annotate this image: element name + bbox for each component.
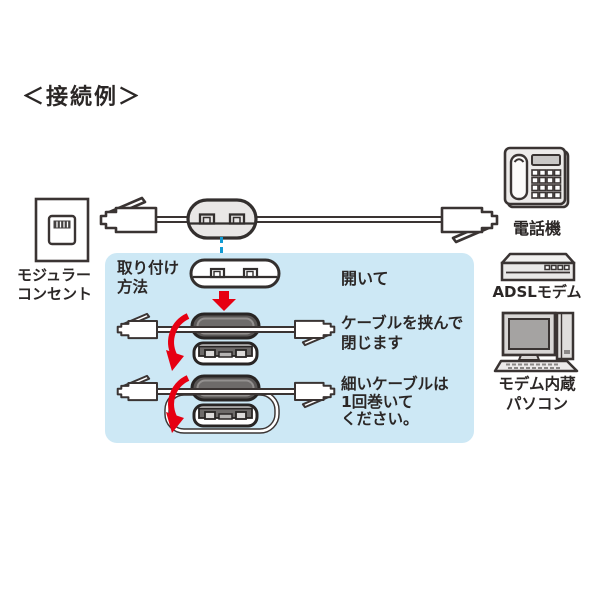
pc-label: モデム内蔵 パソコン bbox=[498, 375, 576, 413]
rj-plug-left-icon bbox=[114, 373, 160, 403]
rj-plug-left-icon bbox=[114, 311, 160, 341]
rj-plug-right-icon bbox=[438, 204, 502, 246]
phone-label: 電話機 bbox=[512, 219, 561, 238]
clamp-open-top-icon bbox=[189, 258, 281, 289]
rj-plug-right-icon bbox=[292, 380, 338, 410]
down-arrow-icon bbox=[212, 291, 236, 311]
cable-line bbox=[148, 326, 305, 333]
howto-heading: 取り付け 方法 bbox=[117, 259, 180, 296]
outlet-label: モジュラー コンセント bbox=[17, 266, 93, 303]
modem-label: ADSLモデム bbox=[492, 283, 582, 301]
adsl-modem-icon bbox=[499, 251, 577, 283]
cable-line bbox=[148, 388, 305, 395]
clamp-open-side-icon bbox=[190, 312, 261, 366]
cable-line bbox=[150, 216, 442, 223]
rotate-arrow-icon bbox=[165, 313, 191, 371]
rj-plug-right-icon bbox=[292, 318, 338, 348]
pc-icon bbox=[493, 311, 579, 373]
cable-clamp-icon bbox=[186, 198, 258, 240]
rj-plug-left-icon bbox=[96, 194, 160, 236]
modular-outlet-icon bbox=[34, 197, 90, 263]
step3-text: 細いケーブルは 1回巻いて ください。 bbox=[341, 375, 449, 428]
step2-text: ケーブルを挟んで 閉じます bbox=[341, 314, 464, 352]
dotted-pointer-line bbox=[220, 237, 223, 253]
clamp-open-side-icon bbox=[190, 374, 261, 428]
page-title: ＜接続例＞ bbox=[22, 85, 143, 110]
phone-icon bbox=[503, 146, 571, 212]
rotate-arrow-icon bbox=[165, 375, 191, 433]
step1-text: 開いて bbox=[341, 269, 389, 288]
